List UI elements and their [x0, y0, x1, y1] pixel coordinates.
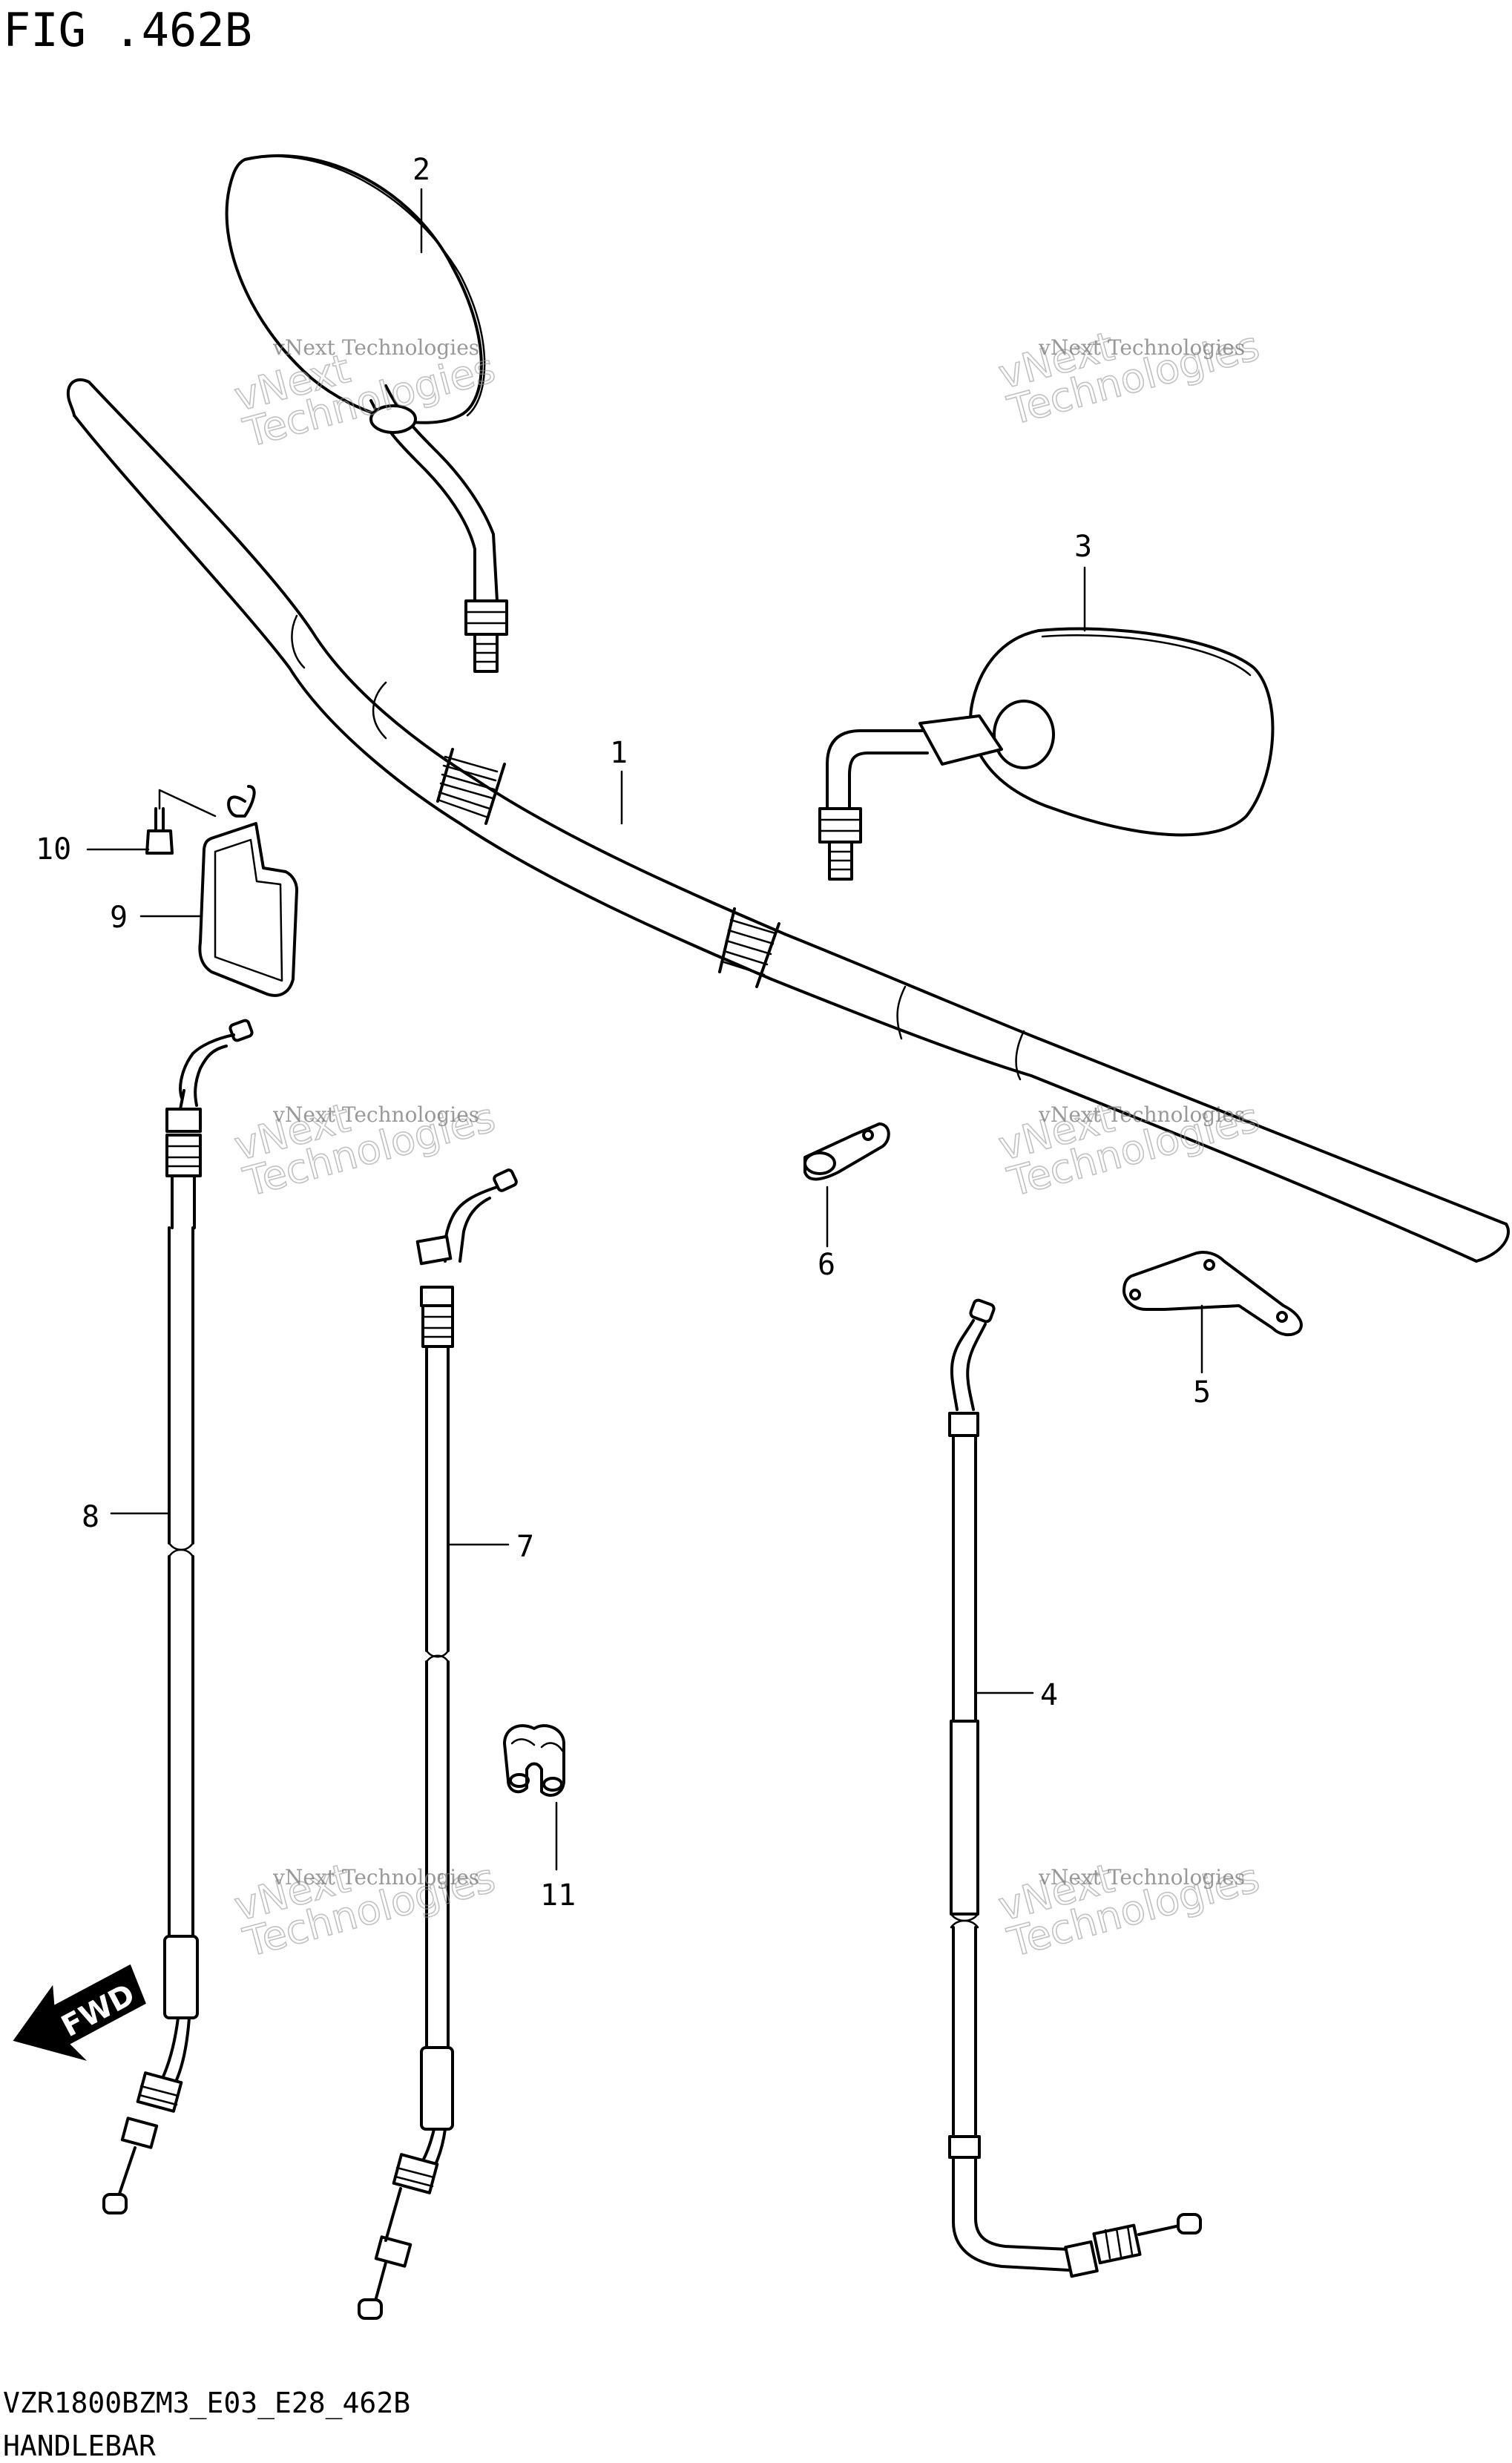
svg-text:Technologies: Technologies	[238, 344, 499, 456]
watermark-text-4: vNext Technologies	[1038, 1102, 1245, 1127]
callout-9: 9	[110, 901, 128, 935]
screw-part[interactable]	[145, 807, 174, 855]
gasket-part[interactable]	[198, 785, 298, 997]
knurl-band-right	[718, 907, 780, 988]
callout-7: 7	[516, 1530, 534, 1564]
model-code: VZR1800BZM3_E03_E28_462B	[3, 2387, 410, 2420]
mirror-right-part[interactable]	[818, 627, 1275, 881]
watermark-text-6: vNext Technologies	[1038, 1865, 1245, 1890]
figure-title: FIG .462B	[3, 3, 252, 57]
callout-2: 2	[412, 153, 430, 187]
callout-5: 5	[1193, 1375, 1211, 1410]
knurl-band-left	[436, 748, 506, 825]
cable-middle-part[interactable]	[358, 1168, 518, 2320]
cable-right-part[interactable]	[948, 1298, 1202, 2278]
callout-6: 6	[818, 1248, 835, 1282]
fwd-arrow-icon: FWD	[13, 1964, 146, 2061]
watermark-text-2: vNext Technologies	[1038, 335, 1245, 360]
callout-1: 1	[610, 736, 628, 770]
watermark: vNext Technologies vNext Technologies vN…	[229, 322, 1265, 1967]
watermark-text-1: vNext Technologies	[272, 335, 479, 360]
callout-3: 3	[1074, 530, 1092, 564]
callout-8: 8	[82, 1500, 99, 1534]
callout-10: 10	[36, 832, 71, 867]
mirror-left-part[interactable]	[225, 154, 508, 673]
watermark-text-5: vNext Technologies	[272, 1865, 479, 1890]
callout-4: 4	[1040, 1678, 1058, 1712]
handlebar-part[interactable]	[66, 378, 1511, 1263]
watermark-text-3: vNext Technologies	[272, 1102, 479, 1127]
cable-left-part[interactable]	[102, 1019, 254, 2214]
section-title: HANDLEBAR	[3, 2430, 156, 2462]
callout-11: 11	[540, 1878, 576, 1913]
clamp-clip-part[interactable]	[503, 1724, 565, 1797]
plate-part[interactable]	[1123, 1251, 1303, 1337]
clamp-small-part[interactable]	[803, 1122, 890, 1181]
